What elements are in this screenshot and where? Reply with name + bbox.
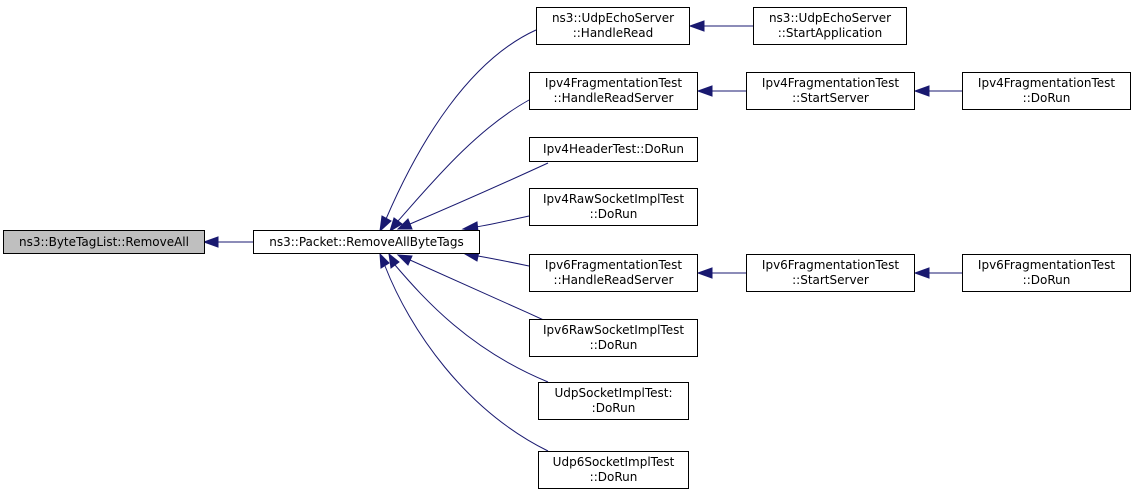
node-label-line: ::DoRun	[589, 207, 638, 221]
node-label-line: ::DoRun	[589, 338, 638, 352]
node-label-line: ns3::UdpEchoServer	[551, 11, 675, 25]
node-label-line: Ipv6FragmentationTest	[544, 258, 683, 272]
node-label-line: Ipv4FragmentationTest	[761, 76, 900, 90]
node-label-line: Ipv4FragmentationTest	[977, 76, 1116, 90]
node-label-line: Ipv4HeaderTest::DoRun	[543, 142, 684, 156]
node-udpechoserver-startapplication[interactable]: ns3::UdpEchoServer ::StartApplication	[753, 7, 907, 45]
node-label-line: ::StartServer	[792, 91, 869, 105]
node-label-line: ::DoRun	[589, 470, 638, 484]
node-packet-removeallbytetags[interactable]: ns3::Packet::RemoveAllByteTags	[253, 230, 480, 254]
node-label-line: Ipv6FragmentationTest	[761, 258, 900, 272]
node-label-line: Ipv6FragmentationTest	[977, 258, 1116, 272]
edge-udp6-socket-dorun-to-remove-all-byte-tags	[379, 252, 549, 452]
node-label-line: UdpSocketImplTest:	[554, 386, 673, 400]
edge-remove-all-byte-tags-to-remove-all	[202, 236, 253, 248]
node-udpechoserver-handleread[interactable]: ns3::UdpEchoServer ::HandleRead	[536, 7, 690, 45]
edge-ipv6-raw-dorun-to-remove-all-byte-tags	[396, 254, 549, 323]
node-label-line: Ipv4FragmentationTest	[544, 76, 683, 90]
edge-ipv6-frag-dorun-to-ipv6-frag-start-server	[913, 267, 962, 279]
edge-ipv6-frag-start-server-to-ipv6-frag-handle-read	[696, 267, 746, 279]
node-label-line: ::StartServer	[792, 273, 869, 287]
node-udpsocketimpltest-dorun[interactable]: UdpSocketImplTest: :DoRun	[538, 382, 689, 420]
edge-udp-socket-dorun-to-remove-all-byte-tags	[388, 252, 549, 383]
node-label-line: ns3::Packet::RemoveAllByteTags	[269, 234, 464, 249]
node-ipv4rawsocketimpltest-dorun[interactable]: Ipv4RawSocketImplTest ::DoRun	[529, 188, 698, 226]
node-ipv6fragmentationtest-dorun[interactable]: Ipv6FragmentationTest ::DoRun	[962, 254, 1131, 292]
node-ipv4fragmentationtest-startserver[interactable]: Ipv4FragmentationTest ::StartServer	[746, 72, 915, 110]
node-label-line: ::HandleReadServer	[553, 273, 674, 287]
node-bytetaglist-removeall: ns3::ByteTagList::RemoveAll	[3, 230, 205, 254]
node-label-line: ns3::ByteTagList::RemoveAll	[19, 234, 189, 249]
edge-udp-echo-handle-read-to-remove-all-byte-tags	[379, 29, 537, 233]
edge-ipv4-header-dorun-to-remove-all-byte-tags	[396, 162, 549, 230]
node-label-line: ns3::UdpEchoServer	[768, 11, 892, 25]
node-udp6socketimpltest-dorun[interactable]: Udp6SocketImplTest ::DoRun	[538, 451, 689, 489]
node-label-line: Udp6SocketImplTest	[552, 455, 675, 469]
edge-udp-echo-start-app-to-udp-echo-handle-read	[688, 20, 753, 32]
node-label-line: ::HandleReadServer	[553, 91, 674, 105]
node-label-line: :DoRun	[591, 401, 636, 415]
edge-ipv4-frag-dorun-to-ipv4-frag-start-server	[913, 85, 962, 97]
node-ipv6fragmentationtest-handlereadserver[interactable]: Ipv6FragmentationTest ::HandleReadServer	[529, 254, 698, 292]
node-ipv4headertest-dorun[interactable]: Ipv4HeaderTest::DoRun	[529, 137, 698, 162]
node-ipv4fragmentationtest-dorun[interactable]: Ipv4FragmentationTest ::DoRun	[962, 72, 1131, 110]
node-label-line: ::HandleRead	[572, 26, 654, 40]
node-ipv4fragmentationtest-handlereadserver[interactable]: Ipv4FragmentationTest ::HandleReadServer	[529, 72, 698, 110]
edge-ipv4-frag-handle-read-to-remove-all-byte-tags	[389, 99, 530, 233]
node-ipv6rawsocketimpltest-dorun[interactable]: Ipv6RawSocketImplTest ::DoRun	[529, 319, 698, 357]
node-ipv6fragmentationtest-startserver[interactable]: Ipv6FragmentationTest ::StartServer	[746, 254, 915, 292]
node-label-line: ::DoRun	[1022, 273, 1071, 287]
edge-ipv4-frag-start-server-to-ipv4-frag-handle-read	[696, 85, 746, 97]
node-label-line: Ipv6RawSocketImplTest	[542, 323, 685, 337]
node-label-line: ::DoRun	[1022, 91, 1071, 105]
node-label-line: ::StartApplication	[777, 26, 883, 40]
node-label-line: Ipv4RawSocketImplTest	[542, 192, 685, 206]
